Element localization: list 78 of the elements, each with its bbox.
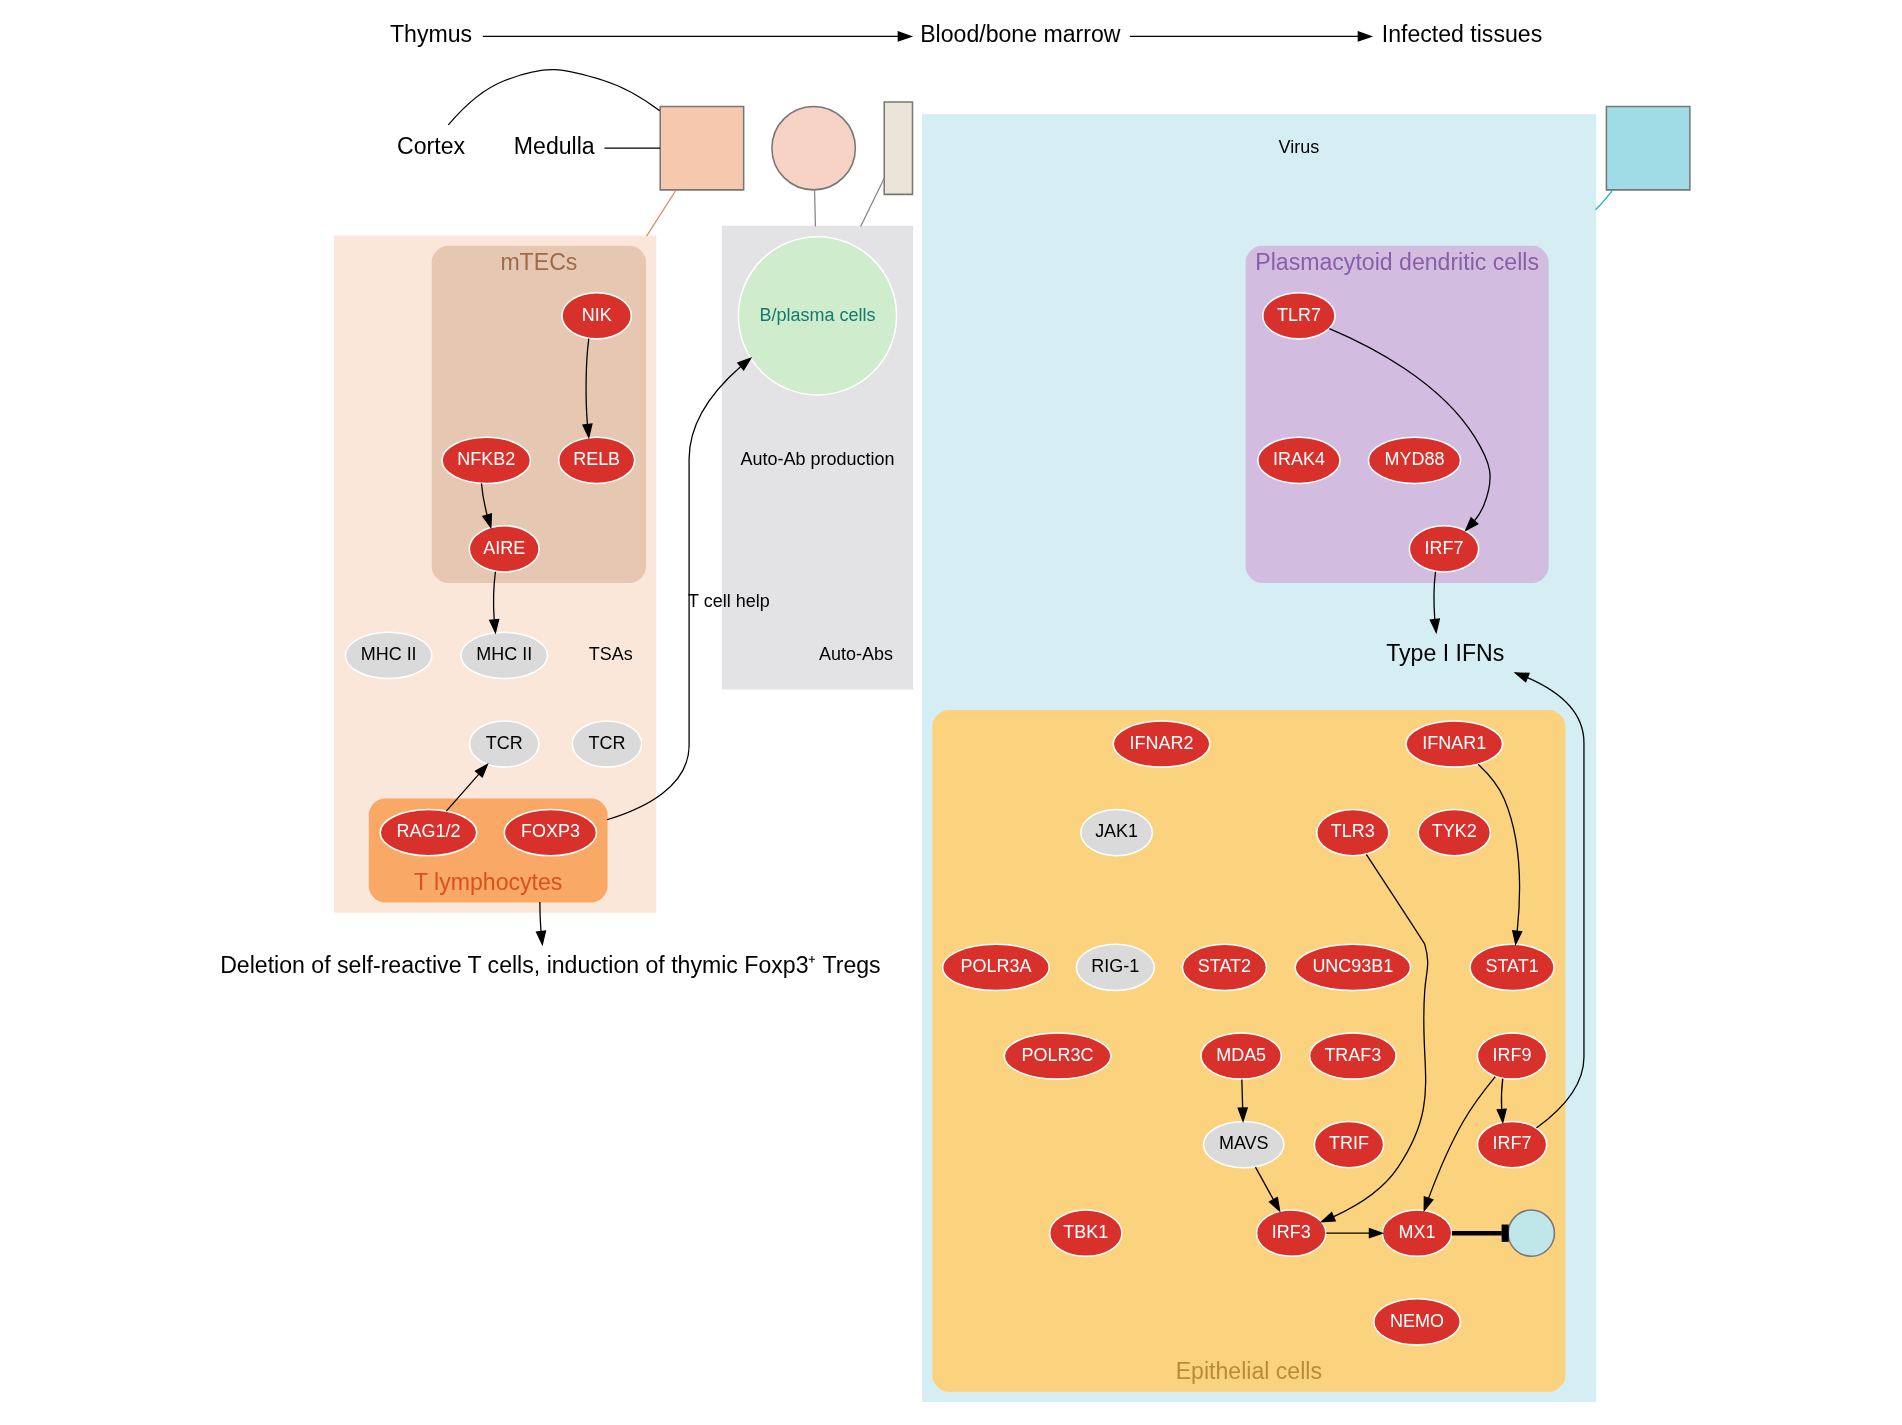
arrow: [582, 338, 593, 440]
connector: [1451, 1224, 1509, 1242]
node-text: Infected tissues: [1381, 21, 1543, 48]
label: Auto-Abs: [819, 644, 893, 665]
arrow: [1496, 1077, 1507, 1125]
node-ellipse: NFKB2: [441, 436, 532, 485]
connector: [447, 69, 661, 126]
arrow: [445, 762, 489, 812]
node-ellipse: IRF3: [1255, 1209, 1327, 1258]
cluster: [334, 235, 657, 913]
node-text: Cortex: [397, 132, 466, 159]
arrow: [1254, 1166, 1281, 1213]
arrow: [1328, 327, 1491, 532]
node-person: [1605, 105, 1691, 191]
node-ellipse: UNC93B1: [1294, 943, 1412, 992]
label: TSAs: [588, 644, 633, 665]
node-ellipse: MHC II: [344, 631, 433, 680]
node-bar: [883, 101, 914, 196]
node-ellipse: RIG-1: [1075, 943, 1156, 992]
node-circle: [1507, 1209, 1556, 1258]
node-ellipse: JAK1: [1080, 808, 1154, 857]
node-ellipse: MYD88: [1367, 436, 1462, 485]
arrow: [1423, 1075, 1496, 1213]
node-ellipse: IRF7: [1476, 1120, 1548, 1169]
arrow: [1477, 763, 1523, 946]
node-ellipse: RAG1/2: [379, 808, 478, 857]
node-ellipse: TCR: [571, 720, 643, 768]
arrow: [1429, 571, 1441, 635]
arrow: [1319, 853, 1429, 1223]
connector: [813, 189, 817, 228]
node-text: Deletion of self-reactive T cells, induction of thymic Foxp3⁺ Tregs: [220, 952, 881, 979]
node-ellipse: STAT1: [1469, 943, 1555, 992]
node-text: Medulla: [513, 132, 595, 159]
node-ellipse: POLR3C: [1003, 1032, 1112, 1080]
label: Virus: [1278, 136, 1320, 157]
node-ellipse: MX1: [1381, 1209, 1453, 1258]
node-ellipse: FOXP3: [503, 808, 598, 857]
node-ellipse: MDA5: [1200, 1032, 1283, 1080]
label: Auto-Ab production: [740, 449, 895, 470]
connector: [645, 189, 677, 237]
node-text: Thymus: [389, 21, 473, 48]
node-ellipse: MHC II: [460, 631, 549, 680]
connector: [603, 147, 661, 149]
node-ellipse: AIRE: [468, 525, 540, 573]
arrow: [1237, 1078, 1249, 1123]
arrow: [482, 31, 914, 42]
connector: [1594, 189, 1614, 211]
node-circle: [771, 105, 857, 191]
arrow: [1129, 31, 1374, 42]
node-ellipse: TYK2: [1417, 808, 1492, 857]
arrow: [480, 482, 493, 530]
node-ellipse: STAT2: [1181, 943, 1268, 992]
node-ellipse: IFNAR1: [1405, 720, 1504, 768]
arrow: [488, 571, 500, 635]
node-ellipse: TLR3: [1315, 808, 1390, 857]
node-text: Blood/bone marrow: [920, 21, 1121, 48]
node-ellipse: TLR7: [1262, 291, 1336, 340]
arrow: [606, 356, 753, 821]
node-text: Type I IFNs: [1386, 640, 1505, 667]
node-ellipse: IRAK4: [1257, 436, 1341, 485]
node-ellipse: NIK: [561, 291, 633, 340]
arrow: [1325, 1227, 1385, 1239]
arrow: [535, 901, 547, 947]
node-ellipse: MAVS: [1202, 1120, 1285, 1169]
node-ellipse: RELB: [557, 436, 636, 485]
node-ellipse: POLR3A: [941, 943, 1050, 992]
node-ellipse: TCR: [468, 720, 540, 768]
node-ellipse: TRAF3: [1308, 1032, 1397, 1080]
cluster: [922, 114, 1597, 1402]
node-ellipse: TBK1: [1048, 1209, 1123, 1258]
node-ellipse: IRF9: [1476, 1032, 1548, 1080]
node-ellipse: NEMO: [1373, 1297, 1462, 1346]
arrow: [1513, 672, 1585, 1129]
node-ellipse: TRIF: [1313, 1120, 1385, 1169]
node-box: [659, 105, 745, 191]
connector: [860, 177, 885, 228]
node-ellipse: IFNAR2: [1112, 720, 1211, 768]
node-ellipse: IRF7: [1408, 525, 1480, 573]
